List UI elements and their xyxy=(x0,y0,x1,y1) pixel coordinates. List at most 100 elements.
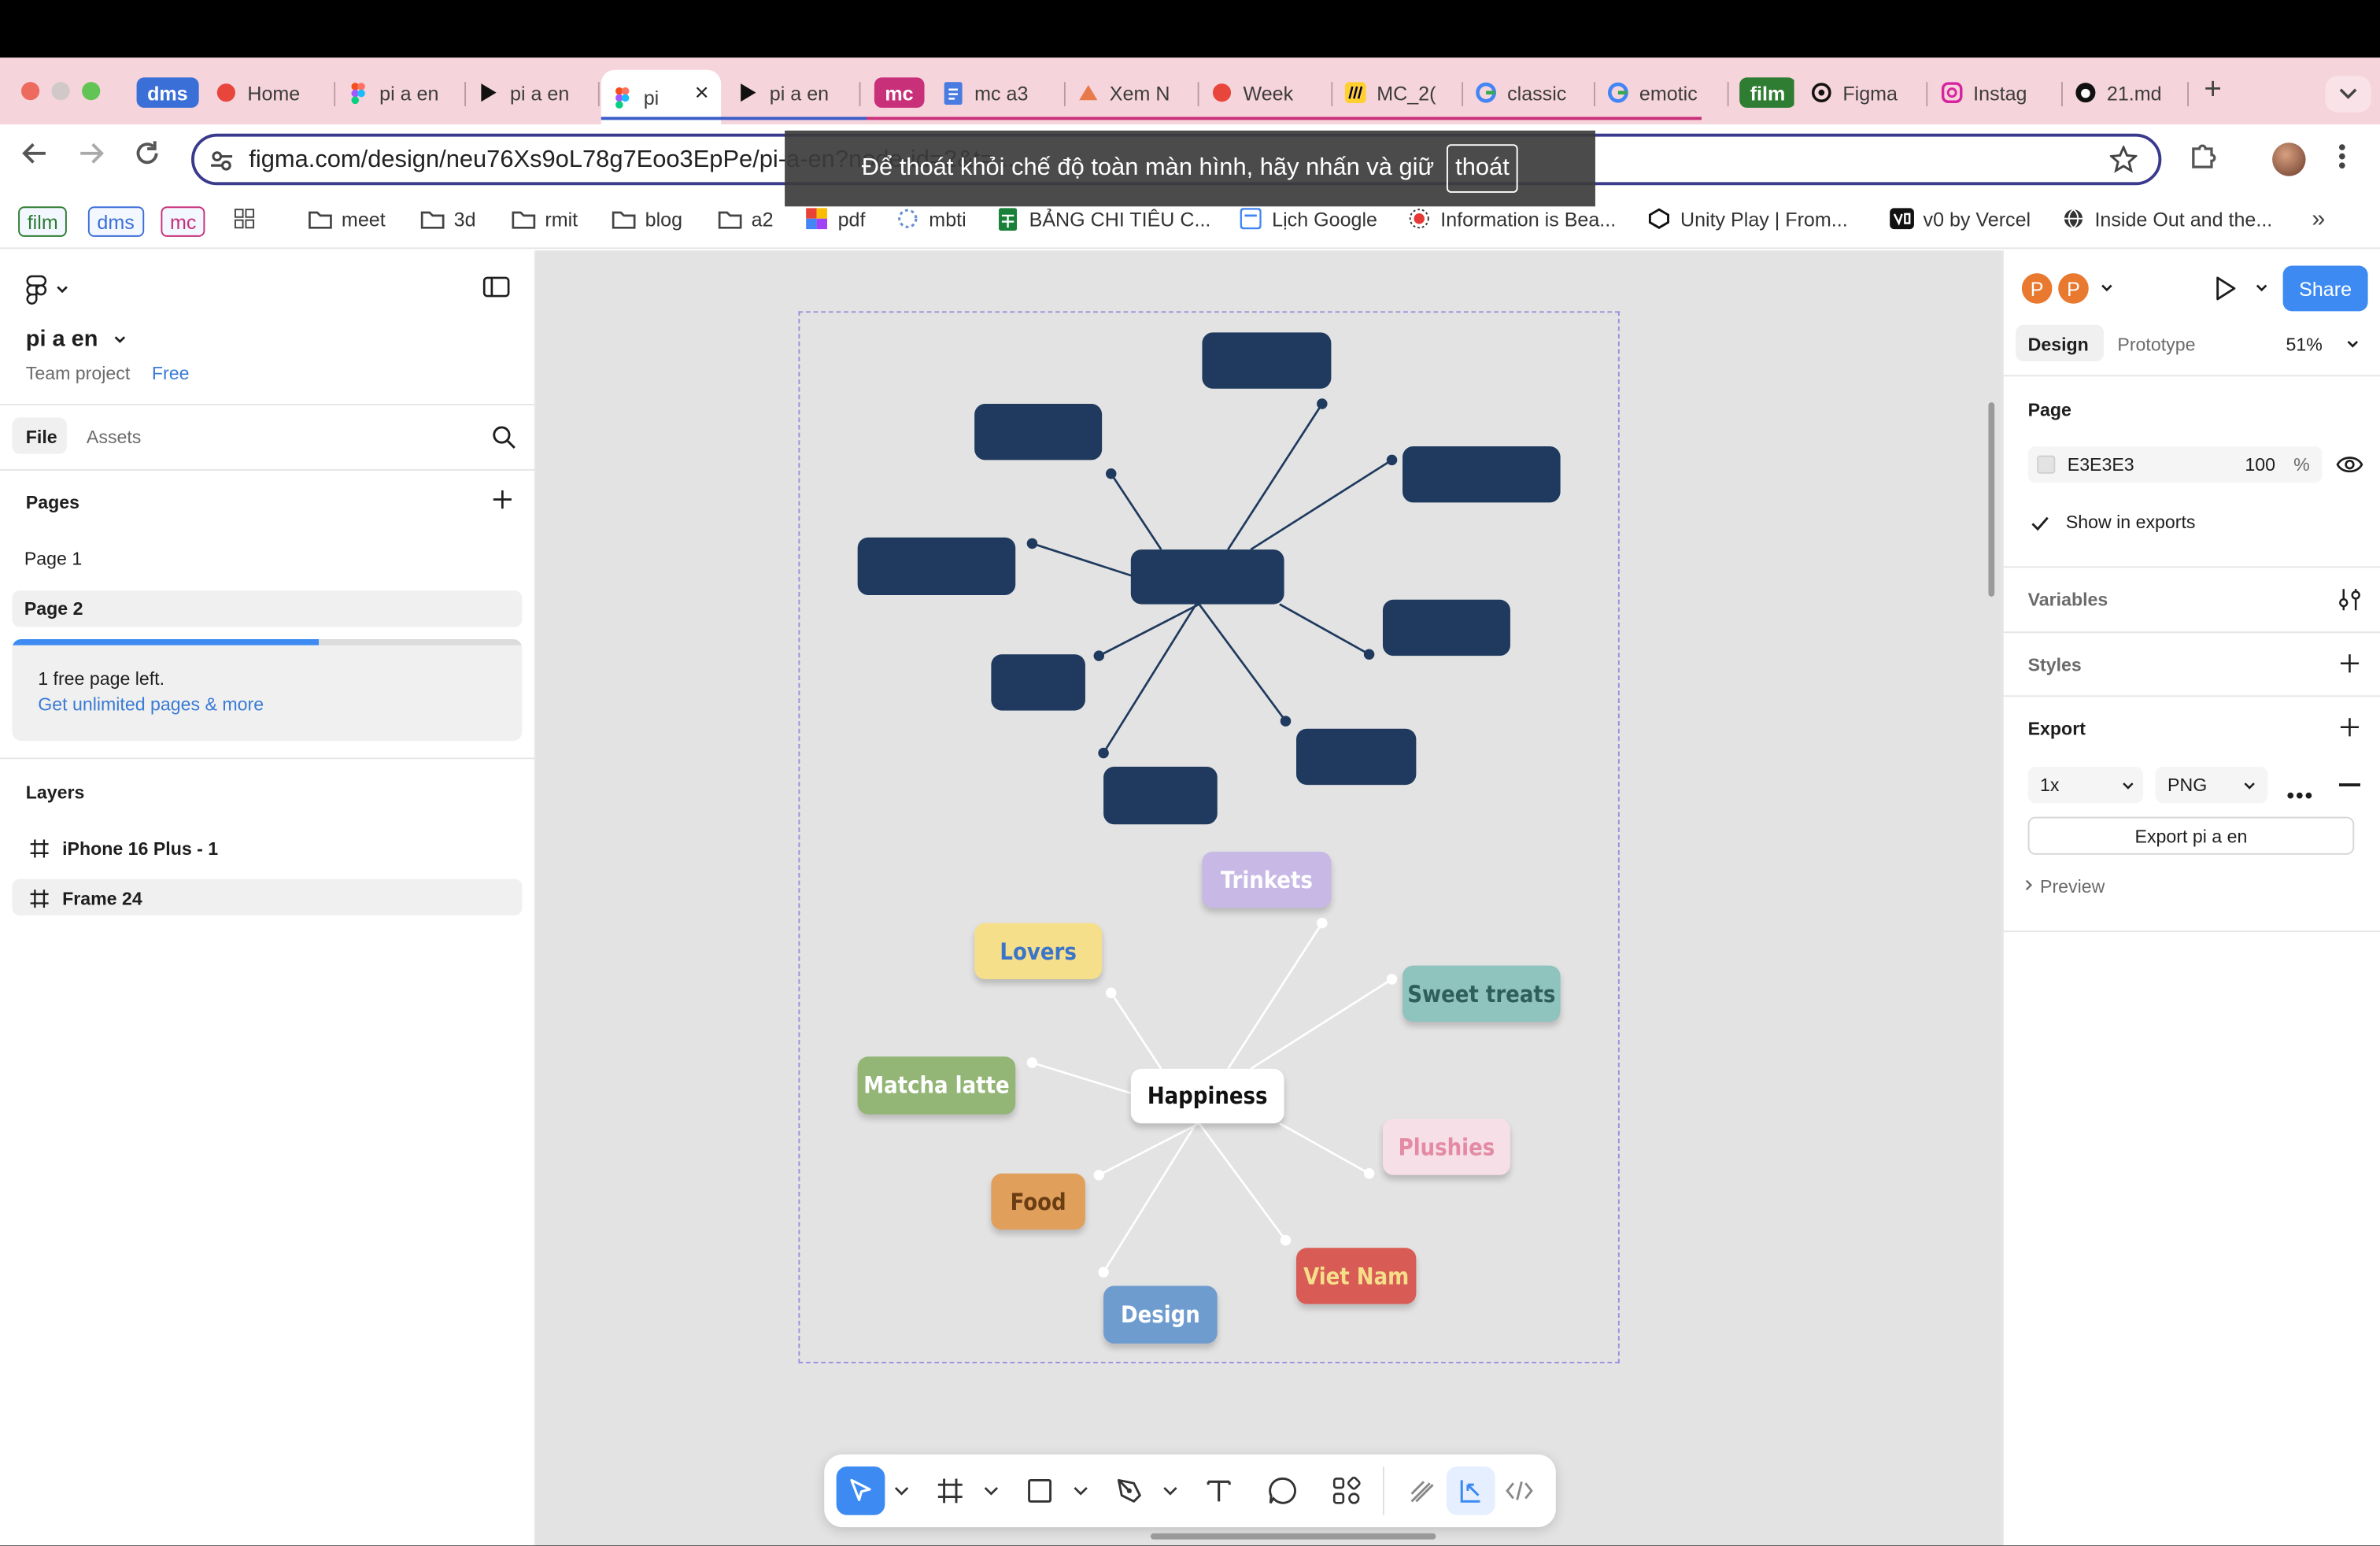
frame-tool-button[interactable] xyxy=(926,1466,974,1515)
page-color-field[interactable]: E3E3E3 100 % xyxy=(2027,446,2323,483)
draw-mode-button[interactable] xyxy=(1398,1466,1447,1515)
text-tool-button[interactable] xyxy=(1195,1466,1244,1515)
layer-item-selected[interactable]: Frame 24 xyxy=(62,888,142,910)
chevron-down-icon[interactable] xyxy=(984,1483,999,1498)
mindmap-node-trinkets[interactable]: Trinkets xyxy=(1202,851,1332,908)
dark-node[interactable] xyxy=(1202,332,1332,389)
vertical-scrollbar[interactable] xyxy=(1988,402,1995,597)
dev-mode-button[interactable] xyxy=(1495,1466,1544,1515)
collaborator-avatar[interactable]: P xyxy=(2055,270,2092,307)
design-mode-button[interactable] xyxy=(1446,1466,1495,1515)
more-bookmarks-button[interactable]: » xyxy=(2312,206,2326,233)
browser-tab[interactable]: Instag xyxy=(1931,70,2063,116)
close-tab-icon[interactable]: × xyxy=(694,80,709,107)
show-in-exports-checkbox[interactable] xyxy=(2030,513,2051,541)
mindmap-node-viet-nam[interactable]: Viet Nam xyxy=(1296,1248,1417,1304)
bookmark-item[interactable]: 3d xyxy=(420,206,476,231)
bookmark-item[interactable]: Lịch Google xyxy=(1239,206,1377,231)
present-button[interactable] xyxy=(2213,275,2238,309)
actions-button[interactable] xyxy=(1322,1466,1371,1515)
browser-tab[interactable]: mc a3 xyxy=(932,70,1066,116)
bookmark-item[interactable]: pdf xyxy=(804,206,865,231)
dark-node[interactable] xyxy=(991,654,1085,711)
browser-tab[interactable]: film xyxy=(1731,70,1794,116)
back-button[interactable] xyxy=(21,139,49,176)
bookmark-item[interactable]: rmit xyxy=(512,206,578,231)
browser-tab[interactable]: Figma xyxy=(1800,70,1928,116)
add-export-button[interactable] xyxy=(2339,716,2360,745)
share-button[interactable]: Share xyxy=(2282,265,2368,312)
page-color-value[interactable]: E3E3E3 xyxy=(2067,453,2134,475)
browser-tab[interactable]: Week xyxy=(1201,70,1333,116)
reload-button[interactable] xyxy=(134,139,161,176)
browser-tab[interactable]: pi a en xyxy=(468,70,600,116)
chevron-down-icon[interactable] xyxy=(2101,284,2112,294)
add-page-button[interactable] xyxy=(492,489,513,518)
bookmark-star-icon[interactable] xyxy=(2109,146,2138,173)
browser-tab[interactable]: pi a en xyxy=(337,70,467,116)
bookmark-item[interactable] xyxy=(232,206,265,231)
bookmark-item[interactable]: mc xyxy=(161,206,206,237)
tab-design[interactable]: Design xyxy=(2027,334,2089,356)
browser-tab[interactable]: 21.md xyxy=(2064,70,2190,116)
site-settings-icon[interactable] xyxy=(209,149,234,173)
bookmark-item[interactable]: dms xyxy=(87,206,144,237)
canvas[interactable]: Happiness Trinkets Lovers Sweet treats M… xyxy=(535,250,2002,1546)
file-name-button[interactable]: pi a en xyxy=(26,327,125,352)
dark-center-node[interactable] xyxy=(1130,549,1284,605)
dark-node[interactable] xyxy=(1382,599,1510,656)
preview-toggle[interactable]: Preview xyxy=(2040,875,2105,897)
export-format-select[interactable]: PNG xyxy=(2155,766,2268,804)
horizontal-scrollbar[interactable] xyxy=(1150,1533,1436,1540)
browser-tab[interactable]: Xem N xyxy=(1067,70,1199,116)
tab-file[interactable]: File xyxy=(25,426,57,448)
bookmark-item[interactable]: a2 xyxy=(718,206,774,231)
dark-node[interactable] xyxy=(1402,446,1561,503)
close-window-icon[interactable] xyxy=(21,82,40,101)
mindmap-center-node[interactable]: Happiness xyxy=(1130,1068,1284,1124)
bookmark-item[interactable]: meet xyxy=(309,206,386,231)
page-item[interactable]: Page 1 xyxy=(24,548,83,570)
tab-search-button[interactable] xyxy=(2325,76,2371,113)
browser-menu-button[interactable] xyxy=(2338,142,2347,170)
main-menu-button[interactable] xyxy=(26,275,68,305)
export-settings-button[interactable] xyxy=(2286,780,2313,808)
remove-export-button[interactable] xyxy=(2338,783,2360,786)
mindmap-node-lovers[interactable]: Lovers xyxy=(974,923,1103,979)
dark-node[interactable] xyxy=(1103,766,1218,825)
browser-tab[interactable]: Home xyxy=(205,70,336,116)
extensions-button[interactable] xyxy=(2189,139,2219,179)
chevron-down-icon[interactable] xyxy=(1074,1483,1088,1498)
dark-node[interactable] xyxy=(974,404,1103,460)
page-opacity-value[interactable]: 100 xyxy=(2245,453,2276,475)
export-scale-select[interactable]: 1x xyxy=(2027,766,2144,804)
browser-tab[interactable]: mc xyxy=(865,70,929,116)
upgrade-link[interactable]: Get unlimited pages & more xyxy=(38,693,264,716)
chevron-down-icon[interactable] xyxy=(894,1483,909,1498)
browser-tab[interactable]: classic xyxy=(1465,70,1595,116)
browser-tab[interactable]: pi× xyxy=(601,69,722,125)
mindmap-node-matcha-latte[interactable]: Matcha latte xyxy=(857,1056,1016,1115)
chevron-down-icon[interactable] xyxy=(2256,284,2267,294)
dark-node[interactable] xyxy=(857,537,1016,596)
mindmap-node-sweet-treats[interactable]: Sweet treats xyxy=(1402,965,1561,1022)
tab-assets[interactable]: Assets xyxy=(86,426,142,448)
search-layers-button[interactable] xyxy=(492,425,516,457)
bookmark-item[interactable]: Unity Play | From... xyxy=(1647,206,1848,231)
variables-button[interactable] xyxy=(2338,587,2362,620)
shape-tool-button[interactable] xyxy=(1015,1466,1064,1515)
dark-node[interactable] xyxy=(1296,728,1417,786)
mindmap-node-food[interactable]: Food xyxy=(991,1173,1085,1230)
bookmark-item[interactable]: Information is Bea... xyxy=(1407,206,1616,231)
page-item-selected[interactable]: Page 2 xyxy=(24,597,83,620)
toggle-sidebar-button[interactable] xyxy=(482,276,510,305)
browser-tab[interactable]: MC_2( xyxy=(1334,70,1464,116)
bookmark-item[interactable]: film xyxy=(18,206,68,237)
tab-prototype[interactable]: Prototype xyxy=(2117,334,2196,356)
maximize-window-icon[interactable] xyxy=(82,82,101,101)
layer-item[interactable]: iPhone 16 Plus - 1 xyxy=(62,838,219,860)
pen-tool-button[interactable] xyxy=(1105,1466,1154,1515)
chevron-down-icon[interactable] xyxy=(2347,340,2359,350)
bookmark-item[interactable]: BẢNG CHI TIÊU C... xyxy=(996,206,1210,231)
bookmark-item[interactable]: mbti xyxy=(896,206,966,231)
